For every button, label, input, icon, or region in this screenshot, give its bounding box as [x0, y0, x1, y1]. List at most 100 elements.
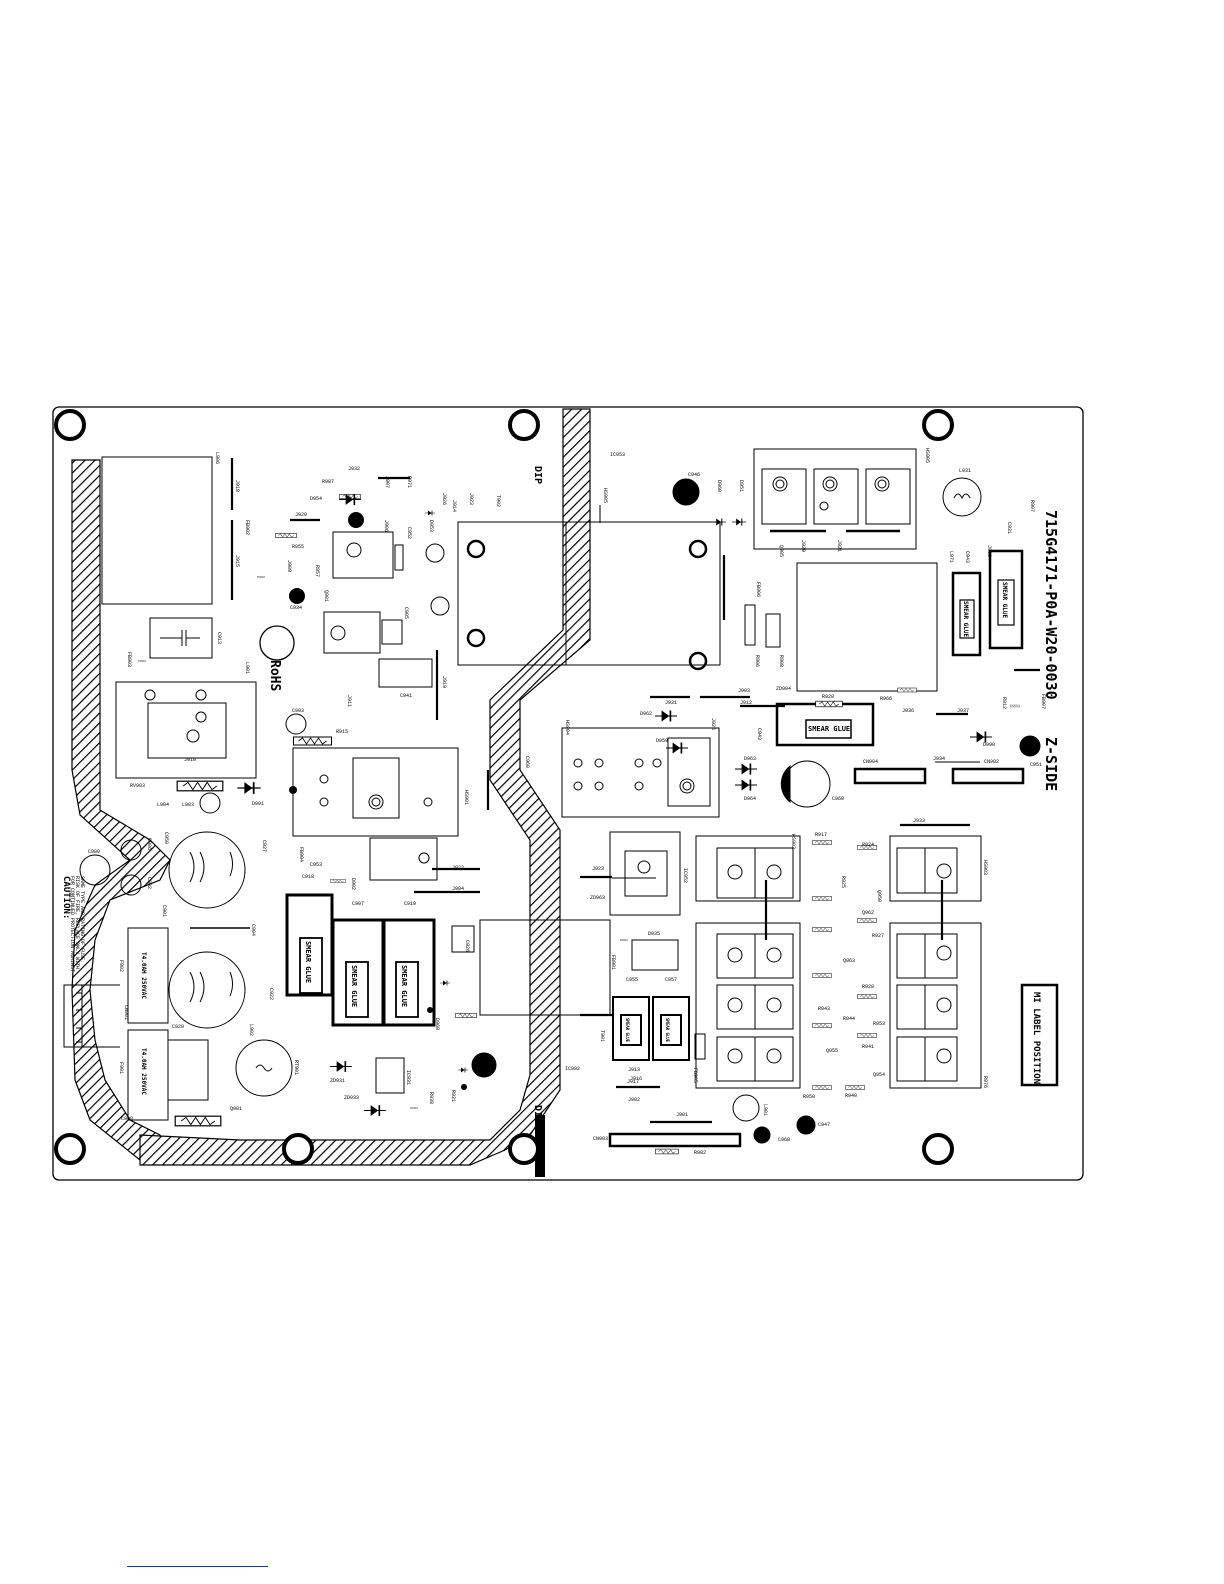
designator: J901 — [676, 1112, 688, 1118]
designator: C957 — [665, 977, 677, 983]
designator: J919 — [441, 676, 447, 688]
rohs-mark: RoHS — [267, 660, 282, 691]
designator: R944 — [843, 1016, 855, 1022]
designator: J913 — [628, 1067, 640, 1073]
designator: J902 — [628, 1097, 640, 1103]
designator: C951 — [1030, 762, 1042, 768]
designator: FB901 — [610, 955, 616, 970]
designator: J937 — [957, 708, 969, 714]
designator: R928 — [822, 694, 834, 700]
designator: C919 — [404, 901, 416, 907]
designator: J903 — [738, 688, 750, 694]
designator: T901 — [599, 1030, 605, 1042]
part-number-label: 715G4171-P0A-W20-0030 — [1042, 510, 1060, 700]
designator: Q963 — [843, 958, 855, 964]
designator: L906 — [214, 452, 220, 464]
designator: C904 — [250, 924, 256, 936]
designator: R940 — [845, 1093, 857, 1099]
side-label: Z-SIDE — [1042, 737, 1060, 791]
designator: CN904 — [863, 759, 878, 765]
smear-glue-5: SMEAR GLUE — [1001, 582, 1008, 619]
designator: R966 — [880, 696, 892, 702]
designator: C934 — [290, 605, 302, 611]
designator: L902 — [248, 1024, 254, 1036]
designator: R907 — [1029, 500, 1035, 512]
designator: C960 — [832, 796, 844, 802]
designator: D959 — [656, 738, 668, 744]
designator: CN901 — [123, 1005, 129, 1020]
designator: R957 — [314, 565, 320, 577]
designator: IC931 — [405, 1070, 411, 1085]
designator: D951 — [738, 480, 744, 492]
designator: J907 — [384, 476, 390, 488]
designator: IC952 — [682, 868, 688, 883]
designator: FB904 — [298, 847, 304, 862]
designator: D964 — [744, 796, 756, 802]
designator: R917 — [815, 832, 827, 838]
designator: R971 — [406, 476, 412, 488]
isolation-zone-center — [139, 408, 591, 1166]
smear-glue-8: SMEAR GLUE — [665, 1018, 670, 1043]
designator: C943 — [964, 551, 970, 563]
left-passives — [138, 493, 468, 1127]
left-components — [63, 456, 721, 1121]
designator: J934 — [933, 756, 945, 762]
designator: J936 — [902, 708, 914, 714]
designator: R976 — [982, 1076, 988, 1088]
dip-label-top: DIP — [532, 466, 543, 484]
designator: J906 — [383, 520, 389, 532]
smear-glue-7: SMEAR GLUE — [625, 1018, 630, 1043]
designator: C943 — [756, 728, 762, 740]
designator: D960 — [716, 480, 722, 492]
designator: C931 — [1006, 522, 1012, 534]
designator: R931 — [450, 1090, 456, 1102]
designator: D990 — [983, 742, 995, 748]
designator: CN903 — [593, 1136, 608, 1142]
right-components — [561, 448, 1059, 1148]
designator: HS905 — [602, 488, 608, 503]
fuse-rating-2: T4.0AH 250VAC — [140, 1048, 147, 1095]
designator: FB907 — [1040, 694, 1046, 709]
designator: R915 — [336, 729, 348, 735]
designator: J922 — [452, 865, 464, 871]
designator: L971 — [948, 551, 954, 563]
designator: J933 — [913, 818, 925, 824]
designator: C955 — [626, 977, 638, 983]
caution-line-1: FOR CONTINUED PROTECTION AGAINST — [69, 876, 75, 972]
designator: R987 — [322, 479, 334, 485]
designator: C913 — [216, 632, 222, 644]
designator: R924 — [862, 842, 874, 848]
designator: J931 — [665, 700, 677, 706]
designator: J923 — [592, 866, 604, 872]
designator: ZD904 — [776, 686, 791, 692]
designator: J914 — [451, 500, 457, 512]
designator: C920 — [172, 1024, 184, 1030]
designator: L903 — [182, 802, 194, 808]
designator: IC902 — [565, 1066, 580, 1072]
designator: C918 — [302, 874, 314, 880]
smear-glue-3: SMEAR GLUE — [400, 965, 408, 1007]
designator: CN902 — [984, 759, 999, 765]
designator: Q950 — [876, 890, 882, 902]
designator: D935 — [648, 931, 660, 937]
dip-strip — [535, 1115, 545, 1177]
board-labels: RoHS 715G4171-P0A-W20-0030 Z-SIDE DIP DI… — [61, 448, 1060, 1156]
designator: ZD931 — [330, 1078, 345, 1084]
designator: C953 — [310, 862, 322, 868]
smear-glue-4: SMEAR GLUE — [962, 601, 969, 638]
designator: HS901 — [463, 790, 469, 805]
designator: F902 — [118, 960, 124, 972]
designator: J909 — [286, 560, 292, 572]
designator: HS905 — [924, 448, 930, 463]
designator: L931 — [959, 468, 971, 474]
designator: J926 — [441, 493, 447, 505]
designator: C908 — [121, 1116, 133, 1122]
designator: RV903 — [130, 783, 145, 789]
designator: C947 — [818, 1122, 830, 1128]
designator: L901 — [244, 662, 250, 674]
designator: C902 — [146, 877, 152, 889]
designator: C946 — [688, 472, 700, 478]
designator: C950 — [163, 832, 169, 844]
designator: J923 — [468, 493, 474, 505]
